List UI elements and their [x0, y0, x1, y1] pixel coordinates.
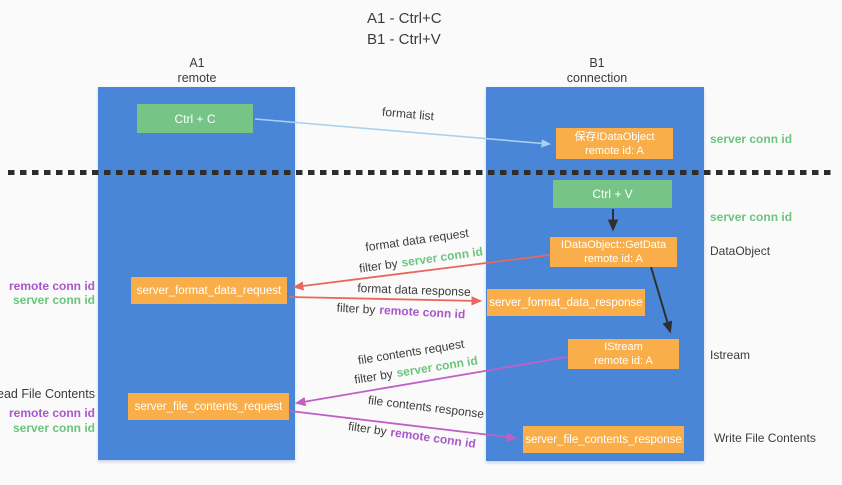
node-ctrl-v-label: Ctrl + V: [592, 187, 633, 201]
read-file-contents-label: Read File Contents: [0, 387, 95, 401]
node-istream-line1: IStream: [604, 341, 643, 353]
remote-conn-id-text: remote conn id: [378, 302, 466, 322]
lane-b1-subtitle: connection: [566, 71, 628, 85]
left-remote-conn-id-bottom-label: remote conn id: [8, 406, 95, 420]
lane-a1-subtitle: remote: [177, 71, 217, 85]
title-line-2: B1 - Ctrl+V: [367, 31, 441, 48]
remote-conn-id-text: remote conn id: [389, 425, 477, 451]
node-save-idataobject: 保存IDataObject remote id: A: [556, 128, 673, 159]
filter-by-text: filter by: [347, 419, 388, 439]
node-idataobject-getdata: IDataObject::GetData remote id: A: [550, 237, 677, 267]
left-server-conn-id-bottom-label: server conn id: [12, 421, 95, 435]
title-line-1: A1 - Ctrl+C: [367, 10, 442, 27]
format-list-label: format list: [381, 104, 435, 124]
node-server-format-data-request-label: server_format_data_request: [136, 284, 282, 297]
lane-header-b1: B1 connection: [547, 56, 647, 86]
lane-a1-title: A1: [189, 56, 205, 70]
node-getdata-line1: IDataObject::GetData: [560, 239, 667, 251]
format-data-response-label: format data response: [357, 281, 471, 299]
node-save-idataobject-line2: remote id: A: [585, 144, 644, 157]
left-server-conn-id-top-label: server conn id: [12, 293, 95, 307]
node-save-idataobject-line1: 保存IDataObject: [574, 130, 655, 143]
node-server-file-contents-response: server_file_contents_response: [523, 426, 684, 453]
node-ctrl-c-label: Ctrl + C: [174, 111, 216, 126]
node-server-format-data-response: server_format_data_response: [487, 289, 645, 316]
right-server-conn-id-mid-label: server conn id: [710, 210, 793, 224]
right-server-conn-id-top-label: server conn id: [710, 132, 793, 146]
filter-by-text: filter by: [336, 300, 376, 317]
filter-by-text: filter by: [353, 366, 394, 387]
node-server-format-data-request: server_format_data_request: [131, 277, 287, 304]
node-server-file-contents-request-label: server_file_contents_request: [134, 400, 283, 413]
node-ctrl-c: Ctrl + C: [137, 104, 253, 133]
server-conn-id-text: server conn id: [400, 244, 484, 270]
lane-header-a1: A1 remote: [147, 56, 247, 86]
node-server-file-contents-response-label: server_file_contents_response: [525, 433, 682, 446]
diagram-title: A1 - Ctrl+C B1 - Ctrl+V: [367, 8, 442, 50]
filter-by-text: filter by: [358, 256, 399, 276]
dataobject-label: DataObject: [710, 244, 771, 258]
file-contents-response-label: file contents response: [367, 392, 485, 422]
istream-side-label: Istream: [710, 348, 751, 362]
node-server-format-data-response-label: server_format_data_response: [489, 296, 643, 309]
lane-b1-title: B1: [589, 56, 605, 70]
write-file-contents-label: Write File Contents: [714, 431, 816, 445]
node-server-file-contents-request: server_file_contents_request: [128, 393, 289, 420]
node-istream-line2: remote id: A: [594, 355, 653, 367]
node-istream: IStream remote id: A: [568, 339, 679, 369]
node-ctrl-v: Ctrl + V: [553, 180, 672, 208]
node-getdata-line2: remote id: A: [584, 253, 643, 265]
left-remote-conn-id-top-label: remote conn id: [8, 279, 95, 293]
